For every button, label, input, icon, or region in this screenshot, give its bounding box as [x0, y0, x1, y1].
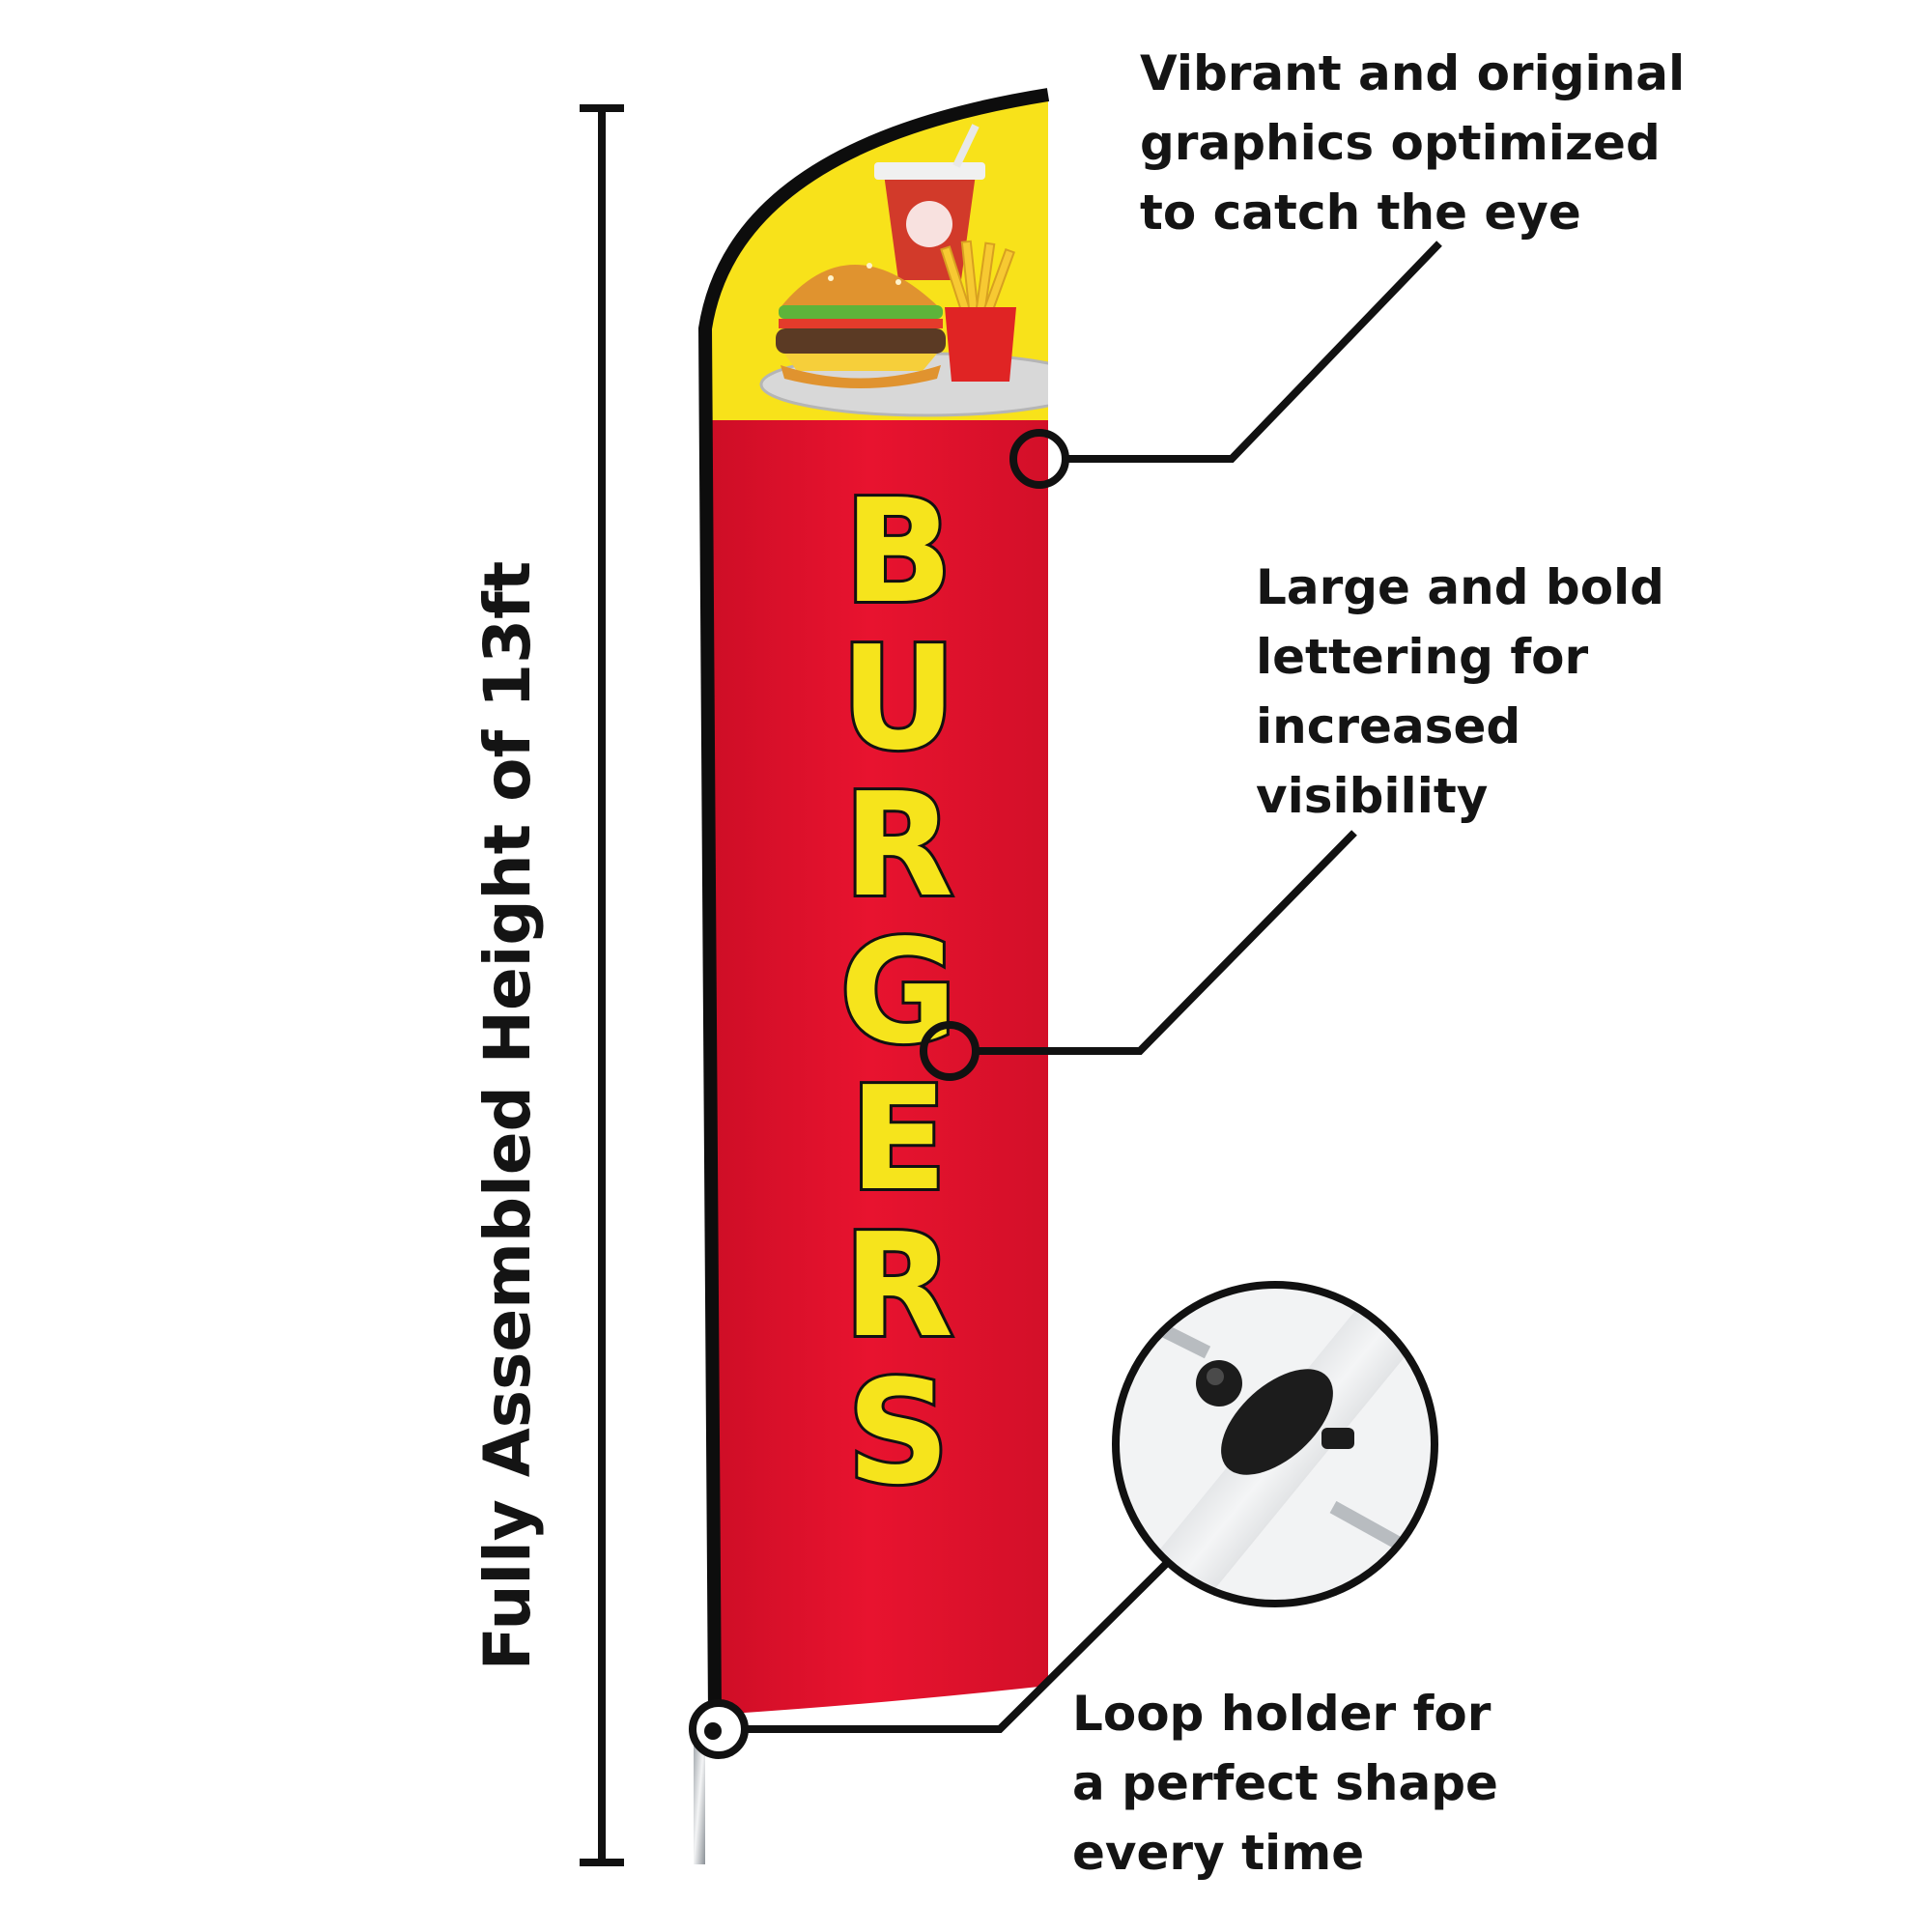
flag-sleeve	[697, 88, 1050, 1716]
loop-holder-detail	[1112, 1281, 1438, 1607]
height-dimension-bar	[580, 104, 624, 1866]
callout-line: Large and bold	[1256, 559, 1664, 615]
callout-line: Vibrant and original	[1140, 45, 1686, 101]
flag-letter: S	[844, 1350, 953, 1516]
callout-text-graphics: Vibrant and original graphics optimized …	[1140, 39, 1685, 247]
callout-pointer-loop	[689, 1560, 1170, 1759]
flag-letter: G	[837, 909, 959, 1075]
flag-letter: U	[838, 615, 959, 781]
callout-text-lettering: Large and bold lettering for increased v…	[1256, 553, 1664, 831]
callout-line: increased	[1256, 698, 1521, 754]
callout-line: graphics optimized	[1140, 115, 1661, 171]
flag-lettering: B U R G E R S	[826, 469, 971, 1516]
flag-letter: E	[846, 1056, 950, 1222]
ground-spike	[694, 1729, 705, 1864]
height-label: Fully Assembled Height of 13ft	[470, 560, 545, 1671]
callout-line: to catch the eye	[1140, 185, 1581, 241]
loop-clip-icon	[1196, 1360, 1354, 1475]
callout-line: Loop holder for	[1072, 1686, 1492, 1742]
callout-line: lettering for	[1256, 629, 1589, 685]
callout-pointer-graphics	[1009, 241, 1442, 489]
callout-line: a perfect shape	[1072, 1755, 1498, 1811]
callout-line: every time	[1072, 1825, 1365, 1881]
callout-pointer-lettering	[920, 830, 1357, 1081]
callout-text-loop: Loop holder for a perfect shape every ti…	[1072, 1679, 1498, 1888]
flag-letter: R	[840, 762, 956, 928]
flag-letter: R	[840, 1203, 956, 1369]
food-graphic	[759, 124, 1048, 417]
flag-letter: B	[841, 469, 956, 635]
callout-line: visibility	[1256, 768, 1489, 824]
feather-flag	[697, 88, 1050, 1716]
